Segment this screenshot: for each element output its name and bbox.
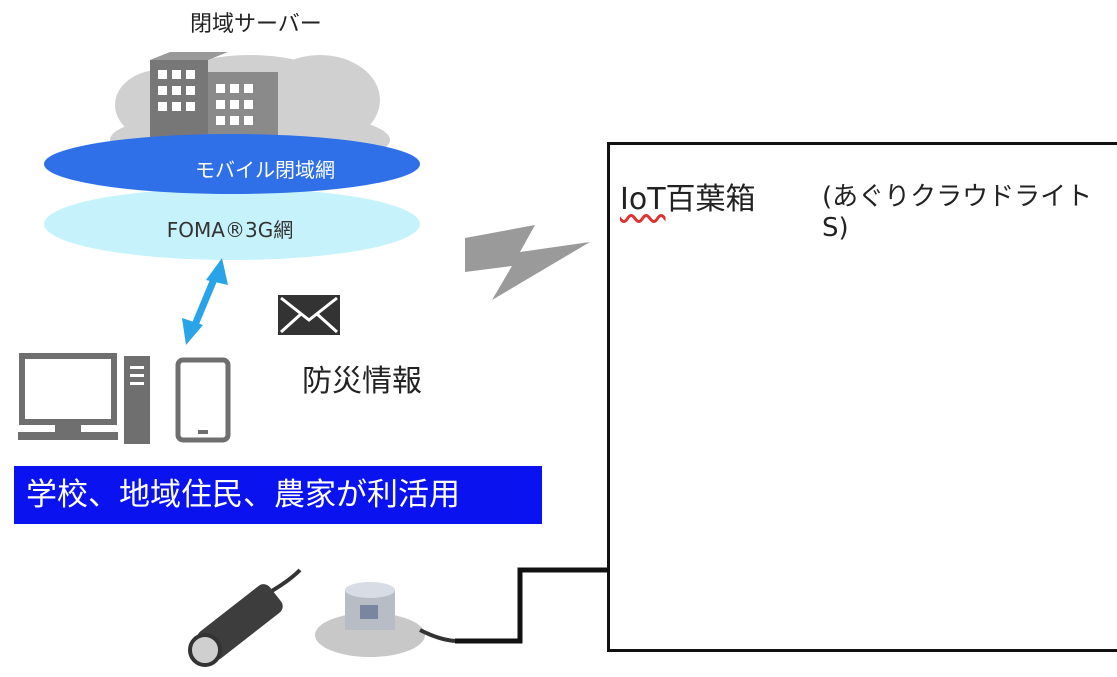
closed-server-label: 閉域サーバー: [190, 12, 322, 37]
foma-network-label: FOMA®3G網: [166, 218, 294, 242]
mobile-network-label: モバイル閉域網: [195, 158, 335, 182]
iot-title-prefix: IoT: [620, 182, 666, 217]
bidirectional-arrow-icon: [182, 258, 228, 345]
iot-shelter-box: [607, 142, 1117, 652]
foma-network-ellipse: [44, 188, 420, 260]
solar-radiation-sensor-icon: [315, 582, 456, 657]
sensor-cable: [455, 567, 607, 644]
iot-box-title: IoT百葉箱: [620, 174, 756, 218]
wireless-signal-icon: [465, 225, 590, 300]
iot-box-subtitle: (あぐりクラウドライトS): [822, 182, 1093, 243]
usage-banner: 学校、地域住民、農家が利活用: [14, 466, 542, 524]
mobile-network-ellipse: [44, 134, 420, 194]
desktop-computer-icon: [18, 353, 150, 444]
humidity-sensor-icon: [188, 568, 302, 667]
mail-icon: [278, 295, 340, 335]
tablet-icon: [175, 357, 231, 443]
disaster-info-label: 防災情報: [302, 364, 422, 399]
iot-title-suffix: 百葉箱: [665, 182, 756, 217]
